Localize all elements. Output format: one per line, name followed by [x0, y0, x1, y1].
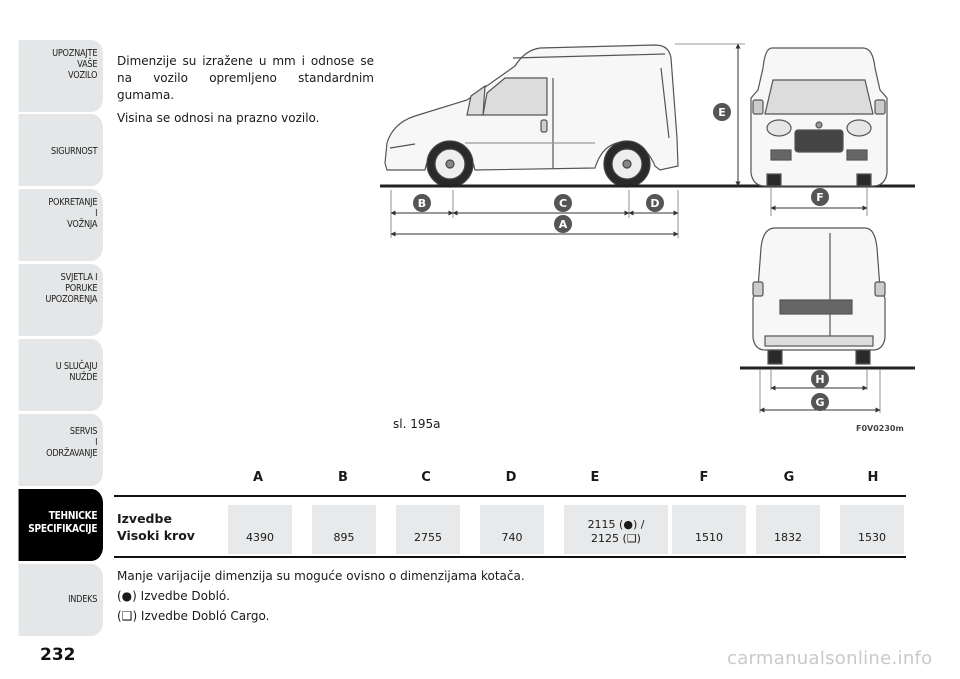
tab-tehnicke-specifikacije[interactable]: TEHNICKE SPECIFIKACIJE	[0, 489, 104, 561]
intro-text: Dimenzije su izražene u mm i odnose se n…	[117, 53, 374, 133]
tab-servis-i-odrzavanje[interactable]: SERVIS I ODRŽAVANJE	[0, 414, 104, 486]
marker-b-badge	[413, 194, 431, 212]
marker-e-label: E	[718, 106, 726, 119]
marker-h-label: H	[815, 373, 824, 386]
marker-f-label: F	[816, 191, 824, 204]
table-cell-d: 740	[480, 505, 544, 554]
table-bottom-rule	[114, 556, 906, 558]
marker-a-badge	[554, 215, 572, 233]
marker-h-badge	[811, 370, 829, 388]
watermark: carmanualsonline.info	[727, 648, 933, 669]
marker-g-label: G	[815, 396, 824, 409]
note-doblo: (●) Izvedbe Dobló.	[117, 589, 230, 603]
row-label-line-2: Visoki krov	[117, 528, 195, 543]
marker-f-badge	[811, 188, 829, 206]
marker-c-label: C	[559, 197, 567, 210]
page-number: 232	[40, 645, 76, 665]
marker-b-label: B	[418, 197, 426, 210]
column-header-d: D	[505, 470, 517, 485]
column-header-a: A	[252, 470, 264, 485]
tab-sigurnost[interactable]: SIGURNOST	[0, 114, 104, 186]
table-cell-f: 1510	[672, 505, 746, 554]
intro-paragraph-2: Visina se odnosi na prazno vozilo.	[117, 111, 320, 125]
table-cell-g: 1832	[756, 505, 820, 554]
table-notes: Manje varijacije dimenzija su moguće ovi…	[117, 566, 525, 626]
table-top-rule	[114, 495, 906, 497]
vehicle-dimension-figure: E B C D A F	[380, 43, 915, 413]
column-header-f: F	[699, 470, 709, 485]
marker-d-badge	[646, 194, 664, 212]
tab-upoznajte-vase-vozilo[interactable]: UPOZNAJTE VAŠE VOZILO	[0, 40, 104, 112]
table-cell-a: 4390	[228, 505, 292, 554]
chapter-sidebar: UPOZNAJTE VAŠE VOZILO SIGURNOST POKRETAN…	[0, 0, 104, 679]
column-header-g: G	[783, 470, 795, 485]
note-variations: Manje varijacije dimenzija su moguće ovi…	[117, 569, 525, 583]
tab-pokretanje-i-voznja[interactable]: POKRETANJE I VOŽNJA	[0, 189, 104, 261]
marker-d-label: D	[650, 197, 659, 210]
column-header-h: H	[867, 470, 879, 485]
marker-e-badge	[713, 103, 731, 121]
table-cell-c: 2755	[396, 505, 460, 554]
side-view-wheels	[426, 140, 651, 188]
tab-svjetla-i-poruke[interactable]: SVJETLA I PORUKE UPOZORENJA	[0, 264, 104, 336]
row-label-line-1: Izvedbe	[117, 511, 172, 526]
tab-u-slucaju-nuzde[interactable]: U SLUČAJU NUŽDE	[0, 339, 104, 411]
marker-g-badge	[811, 393, 829, 411]
note-doblo-cargo: (❑) Izvedbe Dobló Cargo.	[117, 609, 270, 623]
side-view-van	[384, 44, 679, 171]
intro-paragraph-1: Dimenzije su izražene u mm i odnose se n…	[117, 54, 374, 102]
table-cell-e: 2115 (●) / 2125 (❑)	[564, 505, 668, 554]
figure-caption: sl. 195a	[393, 417, 441, 431]
rear-view-van	[752, 227, 886, 365]
table-cell-h: 1530	[840, 505, 904, 554]
table-cell-b: 895	[312, 505, 376, 554]
figure-code: F0V0230m	[856, 424, 904, 433]
tab-indeks[interactable]: INDEKS	[0, 564, 104, 636]
marker-a-label: A	[559, 218, 568, 231]
front-view-van	[750, 47, 888, 187]
column-header-e: E	[590, 470, 600, 485]
column-header-b: B	[338, 470, 348, 485]
marker-c-badge	[554, 194, 572, 212]
column-header-c: C	[421, 470, 431, 485]
row-label: Izvedbe Visoki krov	[117, 510, 195, 544]
